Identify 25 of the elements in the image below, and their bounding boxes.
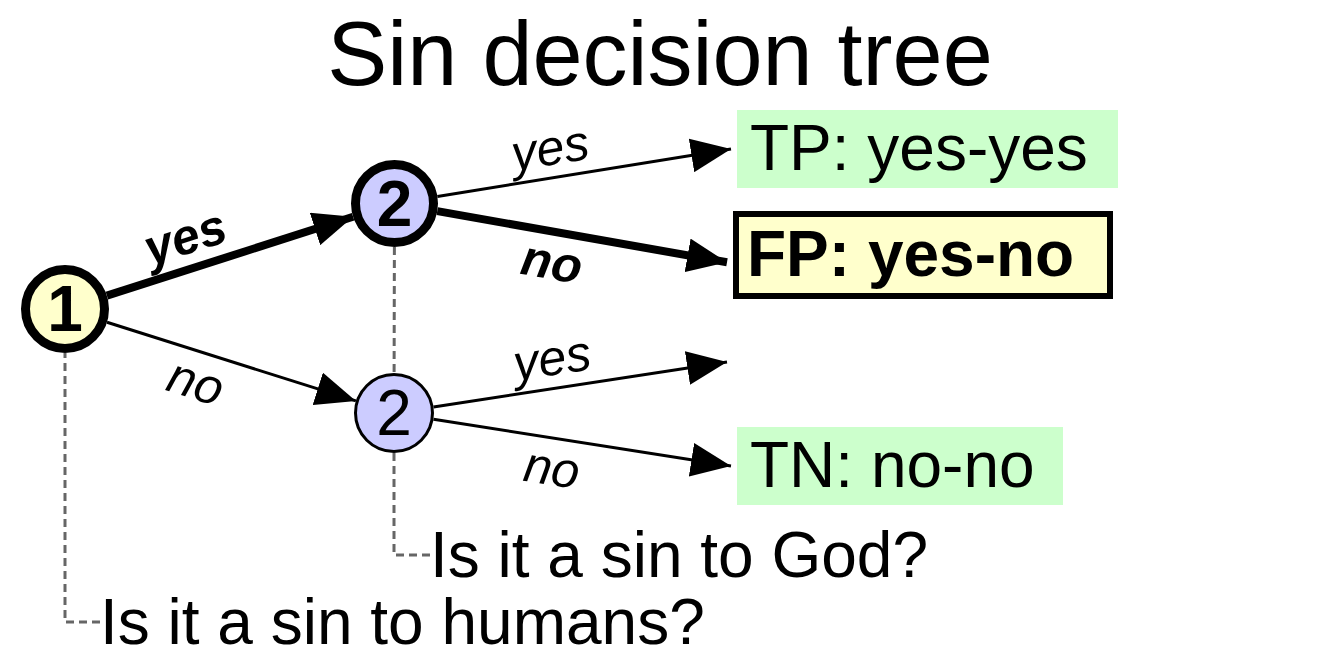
outcome-box [737, 427, 1063, 505]
outcome-box [733, 211, 1113, 299]
dashed-leader-line [392, 247, 396, 373]
arrow [437, 138, 732, 198]
node-number: 2 [376, 381, 412, 445]
edge-label: no [517, 231, 587, 292]
edge-label: no [520, 439, 584, 498]
edge-label: yes [137, 200, 233, 274]
question-text: Is it a sin to God? [430, 523, 929, 587]
arrow [433, 417, 732, 477]
node-number: 1 [47, 277, 83, 341]
arrow [106, 320, 357, 406]
question-text: Is it a sin to humans? [100, 590, 705, 654]
outcome-box [737, 110, 1118, 188]
node-number: 2 [376, 171, 413, 236]
edge-label: no [161, 349, 230, 415]
outcome-label: FP: yes-no [747, 221, 1075, 289]
arrow [436, 207, 728, 273]
diagram-title: Sin decision tree [327, 9, 993, 99]
outcome-label: TP: yes-yes [750, 115, 1088, 183]
arrow [105, 212, 355, 300]
outcome-label: TN: no-no [750, 432, 1035, 500]
arrow [433, 351, 728, 409]
dashed-leader-line [392, 453, 430, 557]
dashed-leader-line [63, 353, 100, 624]
